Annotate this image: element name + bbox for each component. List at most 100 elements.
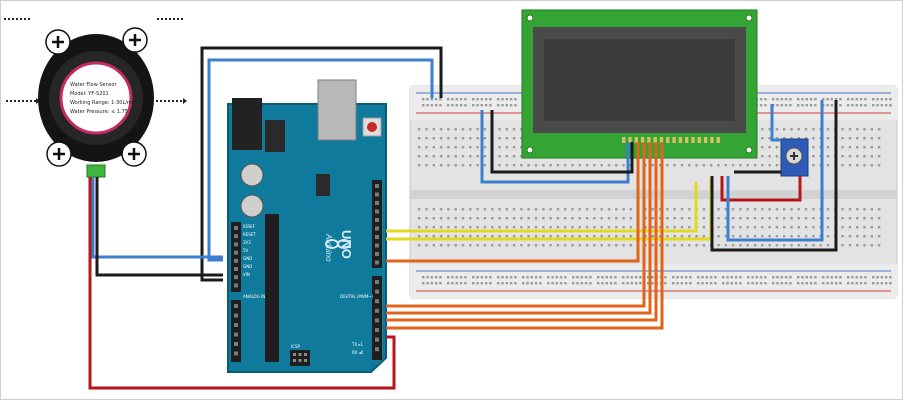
breadboard-hole: [439, 276, 442, 279]
breadboard-hole: [705, 276, 708, 279]
power-header: [231, 222, 241, 292]
breadboard-hole: [512, 208, 516, 211]
breadboard-hole: [505, 137, 508, 140]
breadboard-hole: [432, 244, 435, 247]
breadboard-hole: [709, 276, 713, 279]
breadboard-hole: [673, 217, 676, 220]
breadboard-hole: [884, 104, 888, 107]
breadboard-hole: [797, 235, 800, 238]
header-hole: [234, 275, 238, 280]
breadboard-hole: [709, 282, 713, 285]
breadboard-hole: [461, 244, 465, 247]
breadboard-hole: [549, 217, 552, 220]
breadboard-hole: [447, 282, 450, 285]
breadboard-hole: [607, 164, 611, 167]
breadboard-hole: [848, 235, 852, 238]
rx-label: RX ◂0: [352, 350, 364, 355]
breadboard-hole: [439, 244, 443, 247]
breadboard-hole: [680, 282, 683, 285]
breadboard-hole: [549, 244, 552, 247]
breadboard-hole: [884, 276, 888, 279]
breadboard-hole: [768, 208, 771, 211]
breadboard-hole: [855, 282, 858, 285]
breadboard-hole: [826, 217, 830, 220]
icsp-pin: [298, 353, 302, 356]
breadboard-hole: [542, 164, 545, 167]
breadboard-hole: [812, 244, 815, 247]
breadboard-hole: [454, 208, 457, 211]
breadboard-hole: [447, 226, 450, 229]
breadboard-hole: [571, 208, 574, 211]
breadboard-hole: [418, 217, 421, 220]
potentiometer: [780, 138, 809, 177]
breadboard-hole: [876, 104, 879, 107]
breadboard-hole: [509, 98, 513, 101]
power-label-vin: VIN: [243, 272, 250, 277]
breadboard-hole: [509, 282, 513, 285]
breadboard-hole: [600, 226, 603, 229]
breadboard-hole: [501, 104, 504, 107]
breadboard-hole: [480, 276, 483, 279]
usb-port: [317, 79, 357, 141]
breadboard-hole: [812, 217, 815, 220]
breadboard-hole: [534, 235, 538, 238]
breadboard-hole: [856, 208, 859, 211]
breadboard-hole: [872, 98, 875, 101]
breadboard-hole: [775, 146, 779, 149]
breadboard-hole: [724, 217, 727, 220]
breadboard-hole: [439, 217, 443, 220]
breadboard-hole: [826, 164, 830, 167]
breadboard-hole: [459, 276, 463, 279]
breadboard-hole: [877, 208, 881, 211]
breadboard-hole: [447, 137, 450, 140]
breadboard-hole: [509, 276, 513, 279]
breadboard-hole: [530, 282, 533, 285]
lcd-header-pins: [622, 137, 720, 143]
breadboard-hole: [724, 208, 727, 211]
breadboard-hole: [877, 226, 881, 229]
breadboard-hole: [764, 276, 767, 279]
breadboard-hole: [622, 164, 625, 167]
breadboard-hole: [876, 276, 879, 279]
breadboard-hole: [697, 282, 700, 285]
breadboard-hole: [746, 217, 749, 220]
breadboard-hole: [872, 104, 875, 107]
breadboard-hole: [747, 282, 750, 285]
breadboard-hole: [768, 217, 771, 220]
screw-icon: [45, 29, 71, 55]
breadboard-hole: [512, 137, 516, 140]
breadboard-hole: [775, 164, 779, 167]
breadboard-hole: [484, 276, 488, 279]
breadboard-hole: [491, 244, 494, 247]
breadboard-hole: [520, 137, 523, 140]
breadboard-hole: [658, 208, 662, 211]
breadboard-hole: [768, 128, 771, 131]
breadboard-hole: [889, 276, 892, 279]
breadboard-hole: [755, 276, 758, 279]
breadboard-hole: [759, 276, 763, 279]
breadboard-hole: [476, 217, 479, 220]
breadboard-hole: [439, 235, 443, 238]
wire-red-pot: [720, 176, 802, 202]
breadboard-hole: [585, 217, 589, 220]
breadboard-hole: [702, 226, 706, 229]
breadboard-hole: [469, 208, 472, 211]
breadboard-hole: [483, 128, 487, 131]
breadboard-hole: [425, 137, 428, 140]
breadboard-hole: [622, 276, 625, 279]
breadboard-hole: [746, 244, 749, 247]
breadboard-hole: [673, 226, 676, 229]
breadboard-hole: [847, 104, 850, 107]
breadboard-hole: [556, 226, 560, 229]
breadboard-hole: [432, 128, 435, 131]
breadboard-hole: [578, 217, 581, 220]
breadboard-hole: [629, 226, 633, 229]
breadboard-hole: [585, 226, 589, 229]
breadboard-hole: [724, 235, 727, 238]
breadboard-hole: [461, 137, 465, 140]
lcd-pin: [653, 137, 657, 143]
breadboard-hole: [630, 276, 633, 279]
breadboard-hole: [851, 282, 854, 285]
breadboard-hole: [856, 128, 859, 131]
breadboard-hole: [859, 104, 863, 107]
